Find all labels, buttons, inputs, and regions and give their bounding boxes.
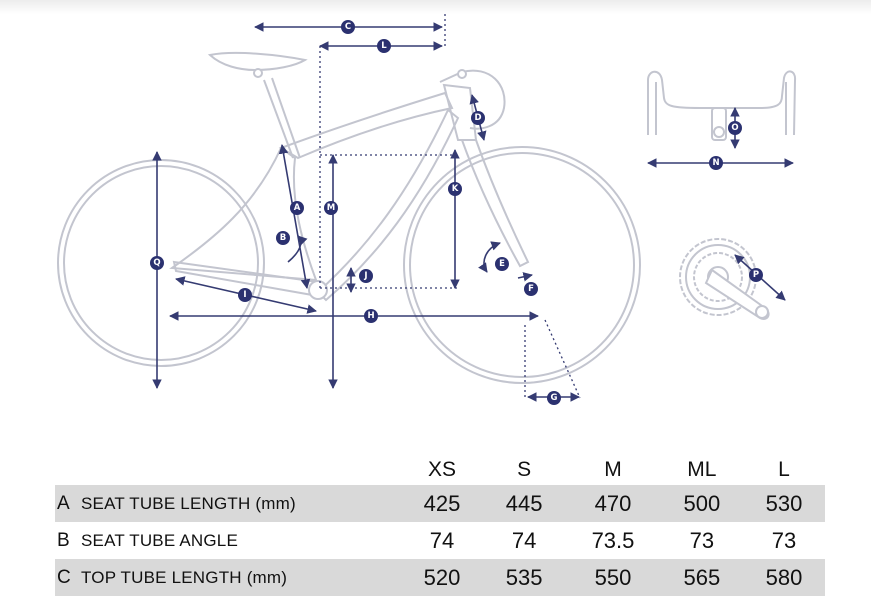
svg-text:B: B (280, 233, 286, 243)
row-value: 74 (511, 527, 537, 553)
svg-text:N: N (712, 158, 719, 168)
svg-text:G: G (551, 393, 558, 403)
badge-k: K (448, 182, 462, 196)
top-shadow-bar (0, 0, 871, 14)
geometry-table: XS S M ML L A SEAT TUBE LENGTH (mm) 425 … (55, 455, 825, 596)
row-value: 470 (565, 485, 661, 522)
svg-text:C: C (345, 22, 351, 32)
badge-i: I (238, 288, 252, 302)
row-value: 550 (565, 559, 661, 596)
front-wheel (403, 146, 641, 384)
svg-text:Q: Q (153, 258, 160, 268)
row-letter: C (55, 559, 81, 596)
row-value: 74 (429, 527, 455, 553)
row-value: 520 (401, 559, 484, 596)
badge-p: P (749, 268, 763, 282)
badge-h: H (364, 309, 378, 323)
crankset-view (679, 238, 786, 320)
svg-text:P: P (753, 270, 759, 280)
row-value: 425 (401, 485, 484, 522)
row-value: 530 (742, 485, 825, 522)
row-label: SEAT TUBE LENGTH (mm) (81, 485, 401, 522)
size-header: S (517, 458, 532, 481)
table-header-row: XS S M ML L (55, 455, 825, 485)
badge-d: D (471, 111, 485, 125)
size-header: ML (687, 458, 717, 481)
svg-text:M: M (327, 203, 335, 213)
handlebar-front-view (647, 70, 797, 168)
svg-text:L: L (381, 41, 387, 51)
svg-text:F: F (528, 284, 534, 294)
badge-e: E (495, 257, 509, 271)
row-value: 73.5 (591, 527, 635, 553)
row-letter: A (55, 485, 81, 522)
badge-o: O (728, 121, 742, 135)
badge-m: M (324, 201, 338, 215)
bike-geometry-diagram: C L D K A M B Q E J F I H G O N P (57, 14, 797, 405)
badge-c: C (341, 20, 355, 34)
badge-l: L (377, 39, 391, 53)
row-letter: B (57, 529, 70, 551)
row-value: 565 (660, 559, 743, 596)
svg-text:J: J (363, 271, 367, 281)
table-row: B SEAT TUBE ANGLE 74 74 73.5 73 73 (55, 522, 825, 559)
svg-text:E: E (499, 259, 505, 269)
row-value: 580 (742, 559, 825, 596)
badge-b: B (276, 231, 290, 245)
row-value: 73 (771, 527, 797, 553)
row-value: 500 (660, 485, 743, 522)
badge-g: G (547, 391, 561, 405)
dimension-lines (152, 14, 581, 402)
size-header: L (778, 458, 790, 481)
svg-text:A: A (294, 203, 301, 213)
size-header: XS (428, 458, 457, 481)
svg-text:K: K (452, 184, 459, 194)
size-header: M (604, 458, 622, 481)
svg-text:O: O (731, 123, 738, 133)
row-value: 73 (689, 527, 715, 553)
badge-a: A (290, 201, 304, 215)
badge-j: J (359, 269, 373, 283)
row-label: SEAT TUBE ANGLE (81, 530, 239, 550)
svg-text:D: D (474, 113, 481, 123)
badge-n: N (709, 156, 723, 170)
table-row: C TOP TUBE LENGTH (mm) 520 535 550 565 5… (55, 559, 825, 596)
bottom-bracket (308, 280, 328, 300)
table-row: A SEAT TUBE LENGTH (mm) 425 445 470 500 … (55, 485, 825, 522)
svg-text:I: I (243, 290, 246, 300)
saddle (207, 51, 308, 72)
bicycle-illustration (57, 51, 641, 384)
row-value: 445 (483, 485, 566, 522)
row-label: TOP TUBE LENGTH (mm) (81, 559, 401, 596)
svg-text:H: H (367, 311, 374, 321)
row-value: 535 (483, 559, 566, 596)
badge-f: F (524, 282, 538, 296)
badge-q: Q (150, 256, 164, 270)
